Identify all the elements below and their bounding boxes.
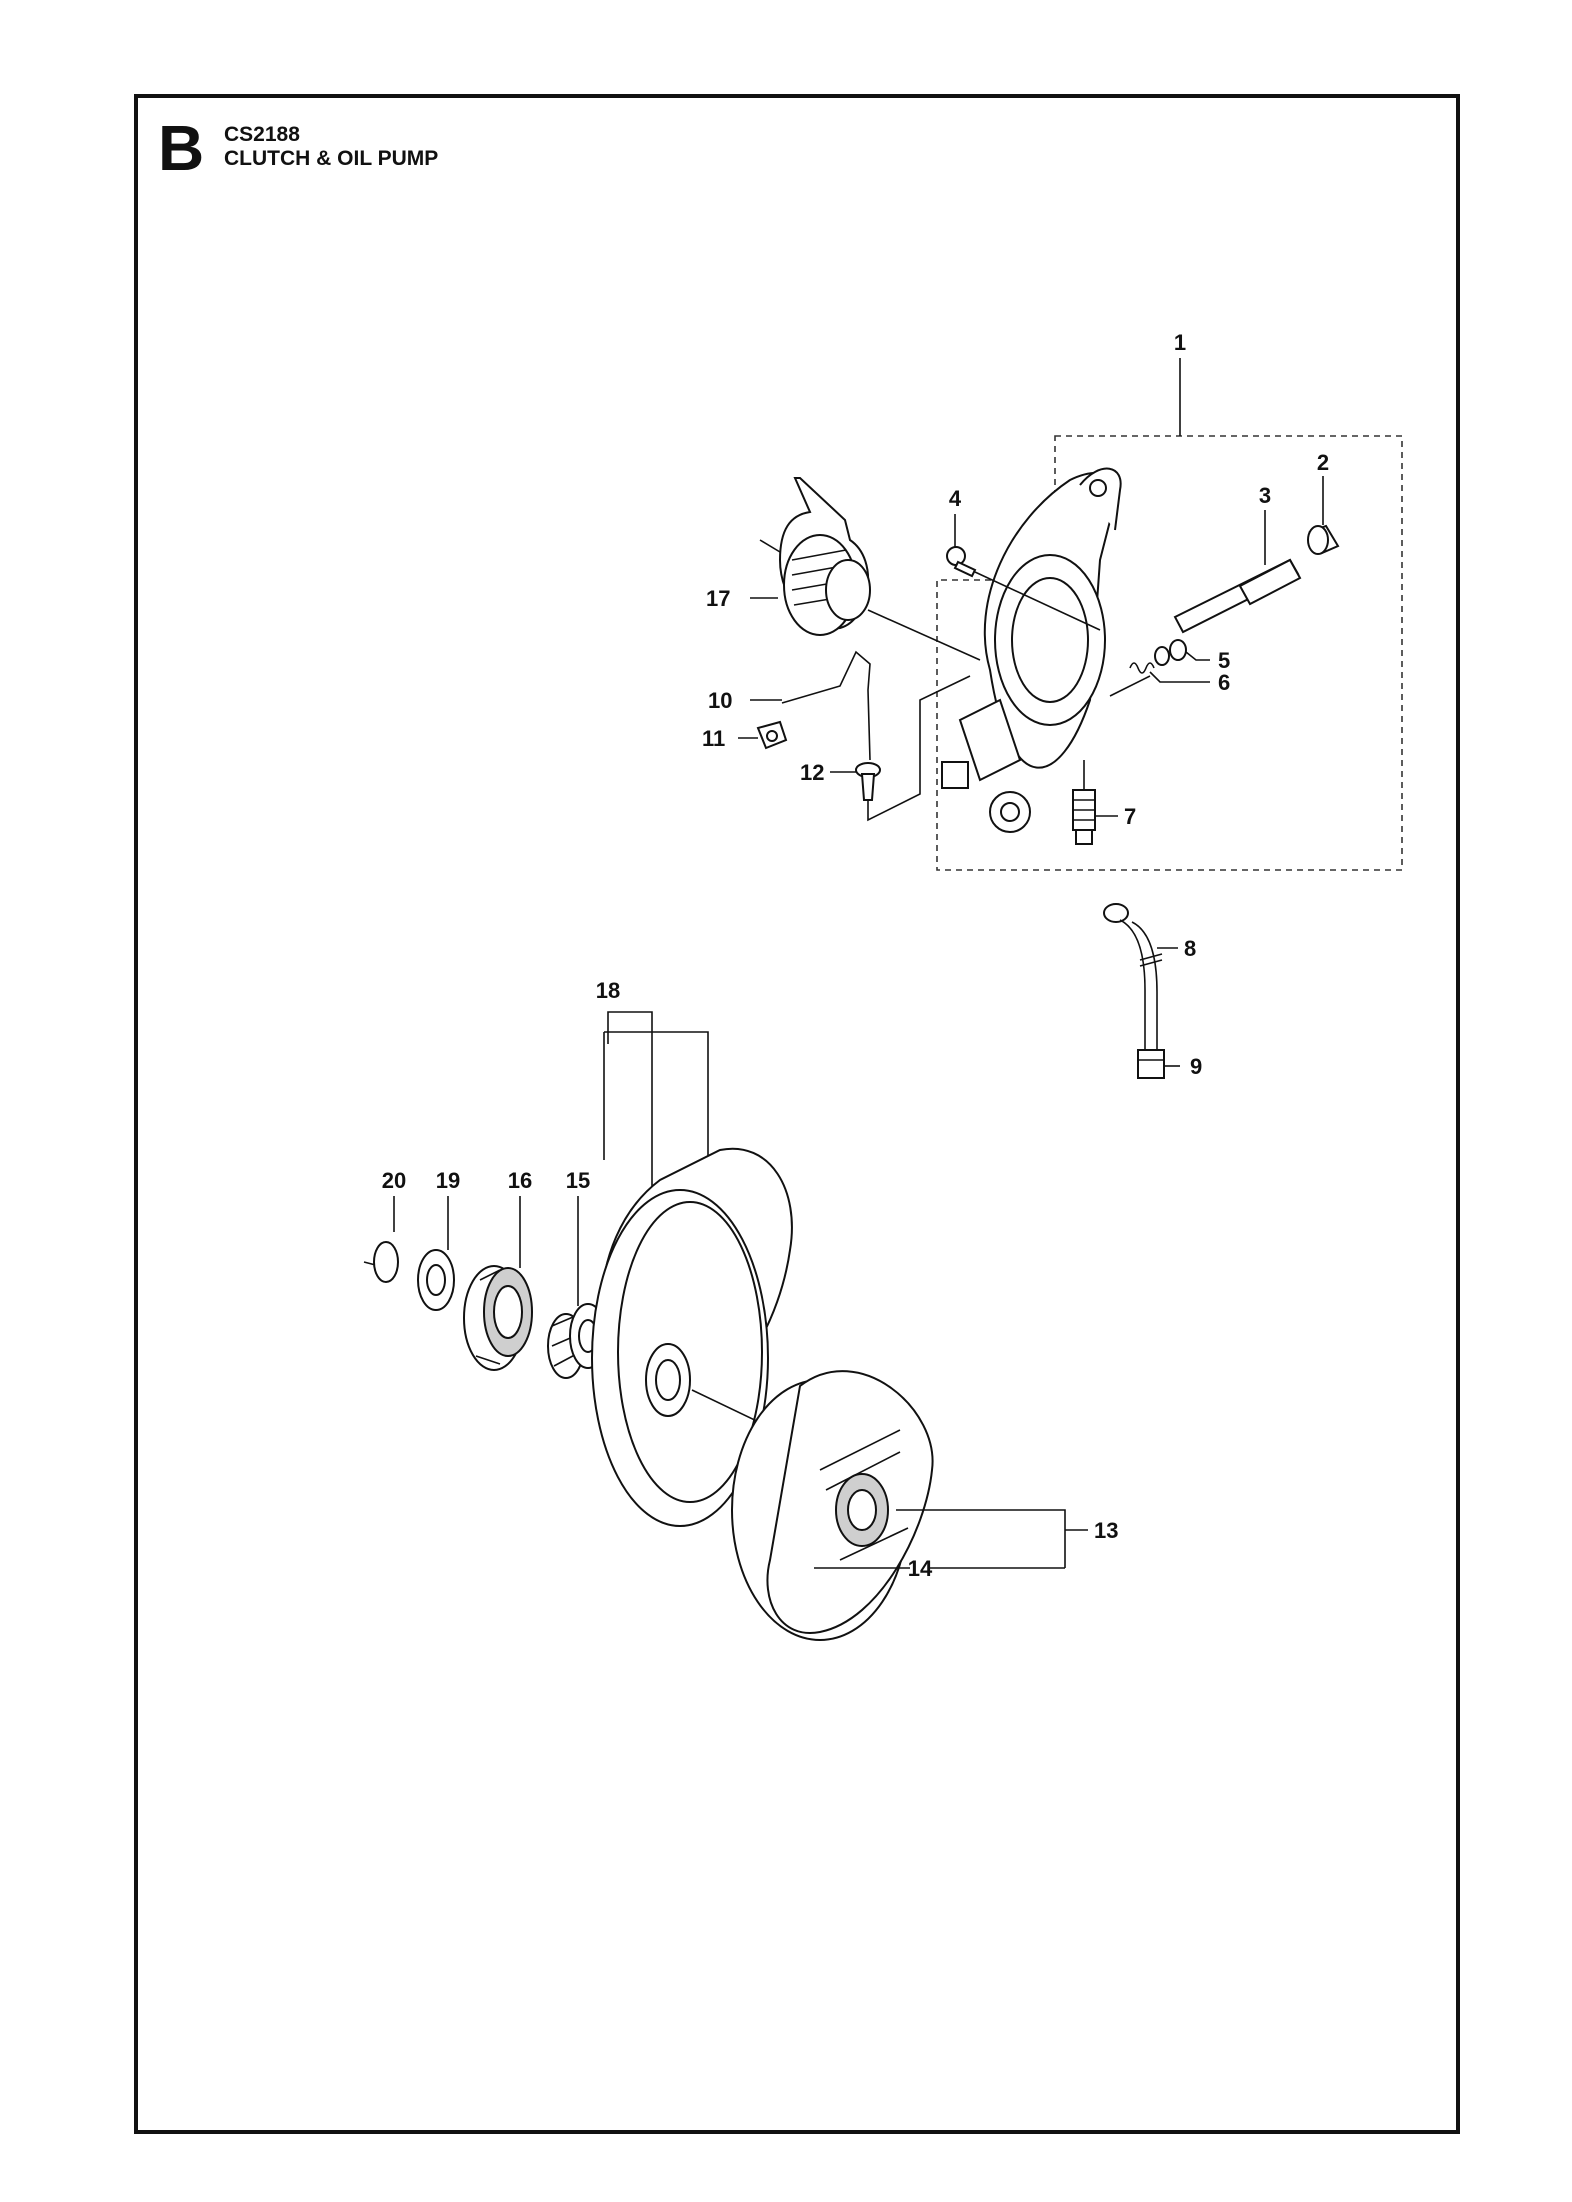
section-letter: B <box>158 112 205 184</box>
diagram-frame <box>134 94 1460 2134</box>
adjuster-screw-part-7 <box>1072 789 1096 845</box>
leader-5 <box>1185 651 1210 661</box>
screw-part-12 <box>855 762 881 801</box>
callout-10: 10 <box>708 688 732 713</box>
leader-6 <box>1149 671 1210 683</box>
callout-20: 20 <box>382 1168 406 1193</box>
screw-axis-line <box>974 571 1101 631</box>
callout-11: 11 <box>702 726 725 751</box>
circlip-part-20 <box>363 1241 399 1283</box>
callout-3: 3 <box>1259 483 1271 508</box>
diagram-title: CLUTCH & OIL PUMP <box>224 147 439 170</box>
callout-14: 14 <box>908 1556 933 1581</box>
pump-plunger-part-3 <box>1173 558 1302 634</box>
clutch-part-13 <box>731 1370 934 1641</box>
clutch-drum <box>591 1147 793 1527</box>
plunger-axis-line <box>1109 675 1151 697</box>
callout-18: 18 <box>596 978 620 1003</box>
callout-16: 16 <box>508 1168 532 1193</box>
model-code: CS2188 <box>224 123 300 146</box>
callout-5: 5 <box>1218 648 1230 673</box>
callout-6: 6 <box>1218 670 1230 695</box>
callout-4: 4 <box>949 486 962 511</box>
callout-1: 1 <box>1174 330 1186 355</box>
washer-part-5 <box>1154 639 1187 666</box>
callout-9: 9 <box>1190 1054 1202 1079</box>
screw-part-4 <box>946 546 977 578</box>
screw-axis-line-12 <box>867 675 971 822</box>
callout-2: 2 <box>1317 450 1329 475</box>
callout-15: 15 <box>566 1168 590 1193</box>
callout-19: 19 <box>436 1168 460 1193</box>
spring-part-6 <box>1129 662 1155 674</box>
gear-axis-line <box>759 539 981 661</box>
callout-8: 8 <box>1184 936 1196 961</box>
washer-part-19 <box>417 1249 455 1311</box>
callout-7: 7 <box>1124 804 1136 829</box>
callout-13: 13 <box>1094 1518 1118 1543</box>
oil-pump-body <box>941 467 1122 833</box>
chain-guide-wire-part-10 <box>781 650 871 761</box>
leader-18 <box>607 1011 653 1044</box>
rim-sprocket-part-16 <box>463 1265 533 1371</box>
nut-part-11 <box>756 720 788 750</box>
oil-hose-part-8 <box>1103 903 1163 1050</box>
oil-filter-part-9 <box>1137 1049 1165 1079</box>
worm-gear-part-17 <box>778 477 871 636</box>
bracket-13 <box>896 1509 1066 1568</box>
pump-cap-part-2 <box>1307 524 1340 555</box>
callout-12: 12 <box>800 760 824 785</box>
callout-17: 17 <box>706 586 730 611</box>
